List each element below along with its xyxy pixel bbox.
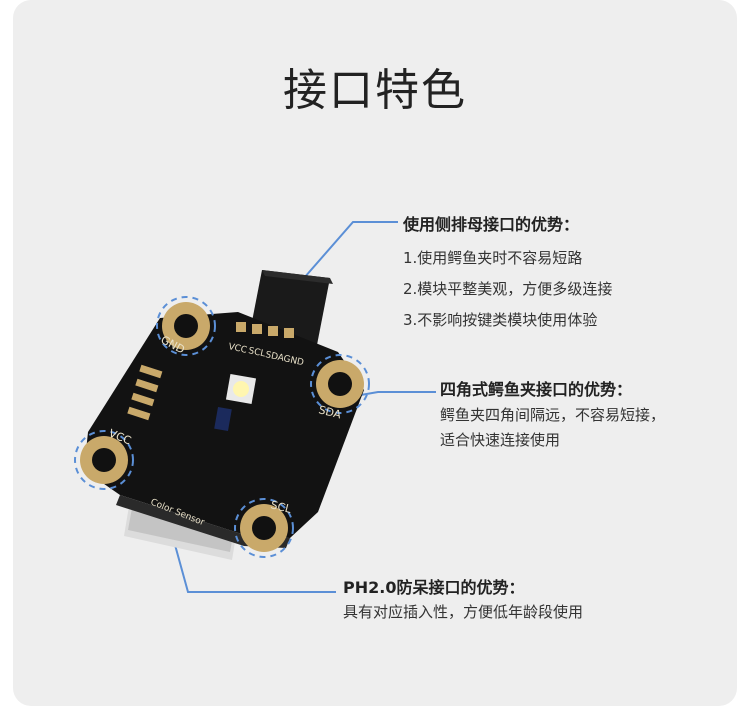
feature-heading-ph: PH2.0防呆接口的优势： [343,578,525,597]
pad-scl [234,498,294,558]
header-pins [236,322,294,338]
callout-line-header [303,221,398,279]
pad-sda [310,354,370,414]
pad-gnd [156,296,216,356]
pad-label-scl: SCL [269,498,293,516]
feature-line: 3.不影响按键类模块使用体验 [403,311,598,329]
color-sensor-chip [214,406,232,432]
feature-heading-header: 使用侧排母接口的优势： [403,215,580,234]
feature-line: 适合快速连接使用 [440,431,561,449]
feature-line: 2.模块平整美观，方便多级连接 [403,280,613,298]
pin-label-vcc: VCC [227,342,247,356]
feature-line: 1.使用鳄鱼夹时不容易短路 [403,249,583,267]
edge-contacts [127,364,163,421]
feature-heading-corner: 四角式鳄鱼夹接口的优势： [440,380,633,399]
pin-label-sda: SDA [264,350,285,364]
content-card [13,0,737,706]
pin-label-gnd: GND [282,354,304,368]
led-component [225,373,257,405]
feature-line: 鳄鱼夹四角间隔远，不容易短接， [440,406,666,424]
pad-vcc [74,430,134,490]
pin-label-scl: SCL [247,346,266,359]
callout-line-ph [171,533,336,593]
pad-label-sda: SDA [317,403,343,421]
feature-line: 具有对应插入性，方便低年龄段使用 [343,603,584,621]
callout-line-corner [354,391,436,397]
page-title: 接口特色 [283,65,467,116]
